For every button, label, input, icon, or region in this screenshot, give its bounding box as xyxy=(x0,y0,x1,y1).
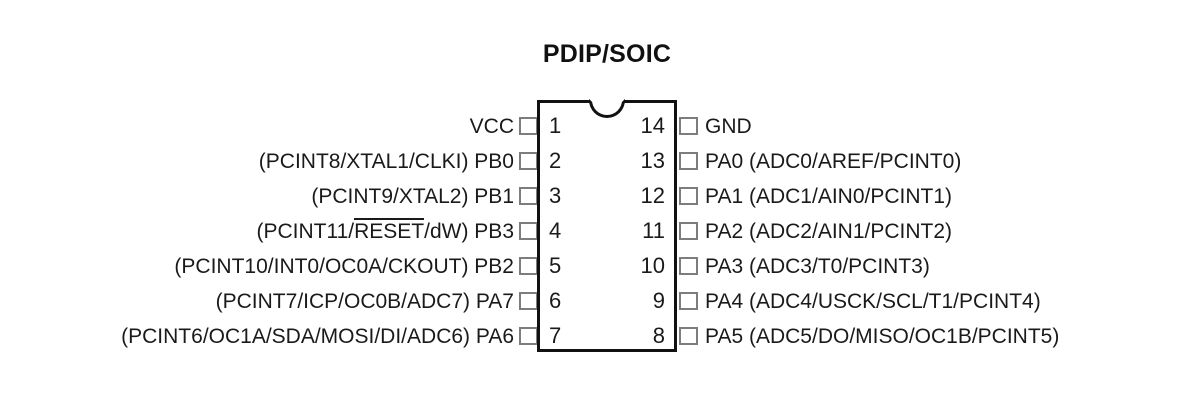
pin-lead-left xyxy=(519,327,538,345)
pin-lead-right xyxy=(679,327,698,345)
pin-row: (PCINT6/OC1A/SDA/MOSI/DI/ADC6) PA6 7 8 PA5 … xyxy=(0,319,1200,353)
pin-row: (PCINT9/XTAL2) PB1 3 12 PA1 (ADC1/AIN0/PCIN… xyxy=(0,179,1200,213)
pin-number-right: 12 xyxy=(640,183,665,208)
pin-number-left: 5 xyxy=(549,253,562,278)
pin-lead-left xyxy=(519,117,538,135)
pin-number-left: 6 xyxy=(549,288,562,313)
pin-label-right: PA3 (ADC3/T0/PCINT3) xyxy=(705,254,930,278)
pin-number-left: 1 xyxy=(549,113,562,138)
pin-number-left: 3 xyxy=(549,183,562,208)
pin-label-left: (PCINT11/RESET/dW) PB3 xyxy=(256,217,514,243)
pin-lead-left xyxy=(519,222,538,240)
pin-number-left: 2 xyxy=(549,148,562,173)
package-title: PDIP/SOIC xyxy=(542,40,672,68)
pin-number-right: 11 xyxy=(642,218,665,243)
pin-row: (PCINT11/RESET/dW) PB3 4 11 PA2 (ADC2/AIN1/… xyxy=(0,214,1200,248)
pin-number-right: 8 xyxy=(652,323,665,348)
active-low-overbar: RESET xyxy=(354,217,425,243)
pin-label-left: (PCINT8/XTAL1/CLKI) PB0 xyxy=(258,149,514,173)
pin-lead-right xyxy=(679,257,698,275)
pin-label-right: PA1 (ADC1/AIN0/PCINT1) xyxy=(705,184,953,208)
pin-row: (PCINT10/INT0/OC0A/CKOUT) PB2 5 10 PA3 (ADC… xyxy=(0,249,1200,283)
pin-label-left: (PCINT9/XTAL2) PB1 xyxy=(311,184,514,208)
pin-row: (PCINT8/XTAL1/CLKI) PB0 2 13 PA0 (ADC0/AREF… xyxy=(0,144,1200,178)
pin-number-right: 10 xyxy=(640,253,665,278)
pin-label-right: PA0 (ADC0/AREF/PCINT0) xyxy=(705,149,962,173)
pin-lead-right xyxy=(679,292,698,310)
pin-number-left: 7 xyxy=(549,323,562,348)
pin-row: (PCINT7/ICP/OC0B/ADC7) PA7 6 9 PA4 (ADC4/US… xyxy=(0,284,1200,318)
pin-number-right: 9 xyxy=(652,288,665,313)
pin-label-right: GND xyxy=(705,114,752,138)
pin-lead-left xyxy=(519,187,538,205)
pin-lead-right xyxy=(679,222,698,240)
pin-lead-right xyxy=(679,117,698,135)
pin-label-left: (PCINT7/ICP/OC0B/ADC7) PA7 xyxy=(215,289,514,313)
pin-lead-left xyxy=(519,257,538,275)
pin-number-right: 13 xyxy=(640,148,665,173)
chip-body-outline xyxy=(537,100,677,352)
pin-label-right: PA2 (ADC2/AIN1/PCINT2) xyxy=(705,219,953,243)
pin-lead-left xyxy=(519,292,538,310)
pin-lead-right xyxy=(679,152,698,170)
pin-label-left: (PCINT6/OC1A/SDA/MOSI/DI/ADC6) PA6 xyxy=(121,324,514,348)
pin-label-right: PA4 (ADC4/USCK/SCL/T1/PCINT4) xyxy=(705,289,1041,313)
pin-row: VCC 1 14 GND xyxy=(0,109,1200,143)
pin-label-left: VCC xyxy=(469,114,514,138)
pin-label-right: PA5 (ADC5/DO/MISO/OC1B/PCINT5) xyxy=(705,324,1060,348)
pin-lead-right xyxy=(679,187,698,205)
pin-number-left: 4 xyxy=(549,218,562,243)
pin-label-left: (PCINT10/INT0/OC0A/CKOUT) PB2 xyxy=(174,254,514,278)
pin-number-right: 14 xyxy=(640,113,665,138)
pin-lead-left xyxy=(519,152,538,170)
